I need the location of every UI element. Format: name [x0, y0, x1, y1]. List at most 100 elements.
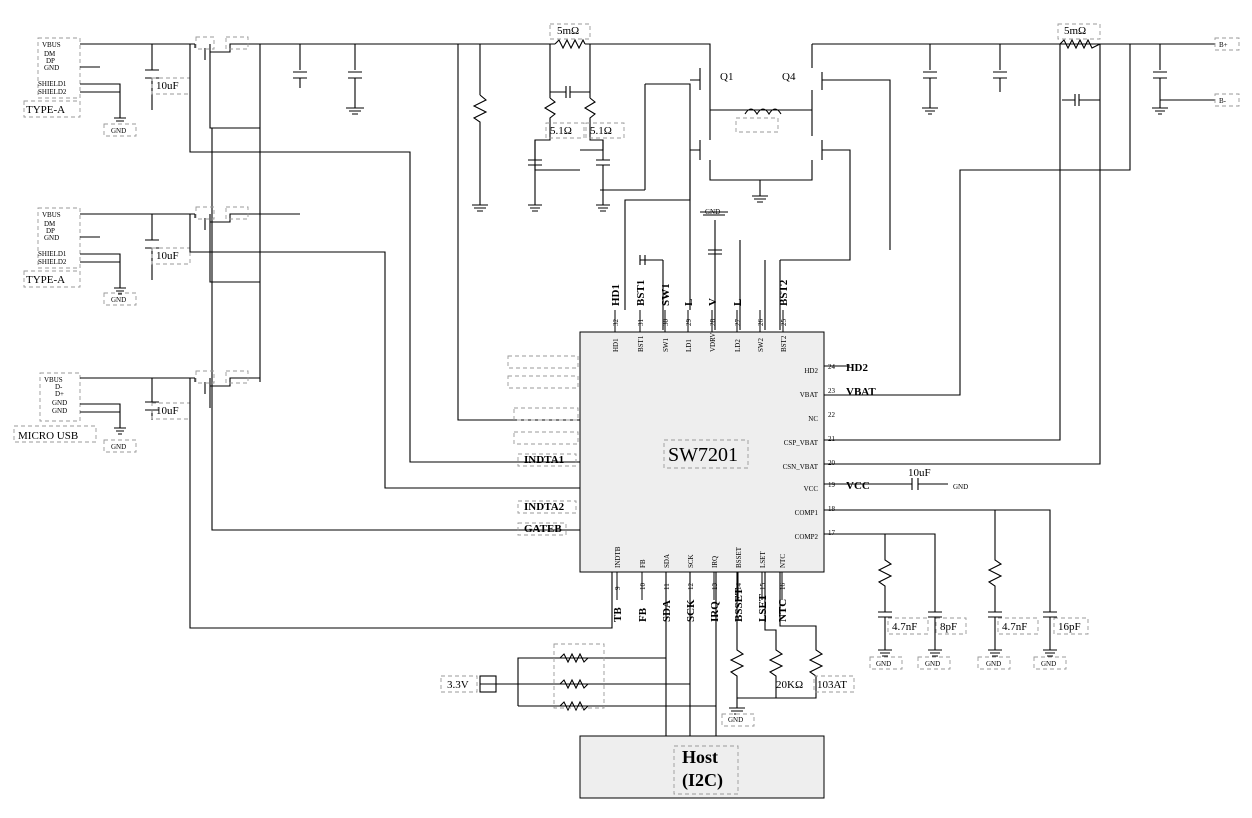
- pin-number: 18: [828, 505, 836, 513]
- pin-net: NTC: [777, 599, 789, 622]
- pin-label: DM: [44, 50, 56, 58]
- pin-number: 19: [828, 481, 836, 489]
- pin-number: 25: [780, 319, 788, 327]
- gnd-label: GND: [953, 483, 968, 491]
- pin-number: 27: [734, 319, 742, 327]
- pin-label: D-: [55, 383, 63, 391]
- cap-label: 4.7nF: [892, 621, 917, 633]
- pin-name: BSSET: [735, 546, 743, 568]
- pin-label: VBUS: [44, 376, 63, 384]
- pin-number: 15: [759, 583, 767, 591]
- pin-number: 13: [711, 583, 719, 591]
- pin-net: L: [732, 299, 744, 306]
- pin-number: 26: [757, 319, 765, 327]
- cap-label: 16pF: [1058, 621, 1081, 633]
- pin-net: FB: [637, 607, 649, 622]
- cap-label: 10uF: [156, 250, 179, 262]
- pin-net: L: [683, 299, 695, 306]
- h-bridge: [600, 43, 1100, 330]
- supply-label: 3.3V: [447, 679, 469, 691]
- bottom-network: [480, 572, 824, 736]
- pin-name: COMP2: [795, 533, 819, 541]
- pin-number: 30: [662, 319, 670, 327]
- gnd-label: GND: [111, 443, 126, 451]
- pin-name: NC: [808, 415, 818, 423]
- pin-number: 16: [779, 583, 787, 591]
- pin-net: SW1: [660, 283, 672, 306]
- gnd-label: GND: [705, 208, 720, 216]
- pin-label: SHIELD1: [38, 80, 67, 88]
- gnd-label: GND: [111, 296, 126, 304]
- host-title: Host: [682, 747, 718, 767]
- cap-label: 10uF: [908, 467, 931, 479]
- pin-label: DP: [46, 57, 55, 65]
- pin-label: GND: [44, 64, 59, 72]
- pin-number: 29: [685, 319, 693, 327]
- pin-name: CSN_VBAT: [783, 463, 819, 471]
- pin-net: VCC: [846, 480, 870, 492]
- pin-name: LD2: [734, 339, 742, 352]
- usb-connector-3: VBUS D- D+ GND GND MICRO USB: [13, 372, 97, 443]
- pin-number: 11: [663, 583, 671, 590]
- net-label-gateb: GATEB: [524, 523, 562, 535]
- mosfet-label: Q4: [782, 71, 796, 83]
- cap-label: 8pF: [940, 621, 957, 633]
- pin-name: COMP1: [795, 509, 819, 517]
- pin-name: BST2: [780, 335, 788, 352]
- pin-name: INDTB: [614, 546, 622, 568]
- gnd-label: GND: [728, 716, 743, 724]
- mosfet-label: Q1: [720, 71, 733, 83]
- gnd-label: GND: [111, 127, 126, 135]
- pin-label: GND: [44, 234, 59, 242]
- net-label-indta1: INDTA1: [524, 454, 564, 466]
- pin-number: 23: [828, 387, 836, 395]
- connector-label: TYPE-A: [26, 274, 65, 286]
- battery-minus-label: B-: [1219, 97, 1227, 105]
- pin-name: SW1: [662, 338, 670, 353]
- pin-number: 10: [639, 583, 647, 591]
- sw7201-chip: [579, 331, 825, 573]
- pin-net: BSSET: [733, 587, 745, 622]
- host-subtitle: (I2C): [682, 770, 723, 791]
- pin-name: LD1: [685, 339, 693, 352]
- connector-label: MICRO USB: [18, 430, 78, 442]
- chip-name: SW7201: [668, 444, 738, 466]
- pin-number: 14: [735, 583, 743, 591]
- pin-name: HD2: [804, 367, 818, 375]
- gnd-label: GND: [925, 660, 940, 668]
- connector-label: TYPE-A: [26, 104, 65, 116]
- pin-label: D+: [55, 390, 64, 398]
- pin-name: LSET: [759, 551, 767, 568]
- pin-name: SW2: [757, 338, 765, 353]
- resistor-label: 5.1Ω: [590, 125, 612, 137]
- pin-number: 28: [709, 319, 717, 327]
- pin-net: LSET: [757, 593, 769, 622]
- cap-label: 10uF: [156, 405, 179, 417]
- pin-net: BST2: [778, 279, 790, 306]
- pin-name: SDA: [663, 554, 671, 568]
- pin-number: 12: [687, 583, 695, 591]
- pin-net: TB: [612, 607, 624, 622]
- pin-net: HD1: [610, 284, 622, 306]
- pin-net: SDA: [661, 600, 673, 622]
- pin-net: VBAT: [846, 386, 876, 398]
- pin-label: GND: [52, 399, 67, 407]
- pin-name: VDRV: [709, 333, 717, 352]
- gnd-label: GND: [986, 660, 1001, 668]
- pin-number: 32: [612, 319, 620, 327]
- pin-name: FB: [639, 559, 647, 568]
- chip-bottom-pins: INDTB9TBFB10FBSDA11SDASCK12SCKIRQ13IRQBS…: [612, 546, 789, 622]
- pin-net: IRQ: [709, 601, 721, 622]
- pin-label: GND: [52, 407, 67, 415]
- pin-net: HD2: [846, 362, 869, 374]
- net-label-indta2: INDTA2: [524, 501, 565, 513]
- pin-net: BST1: [635, 280, 647, 306]
- cap-label: 4.7nF: [1002, 621, 1027, 633]
- port-mosfets: [189, 43, 613, 629]
- pin-label: VBUS: [42, 41, 61, 49]
- connector-wires: [80, 43, 195, 435]
- supply-marker: [479, 675, 497, 693]
- resistor-label: 5.1Ω: [550, 125, 572, 137]
